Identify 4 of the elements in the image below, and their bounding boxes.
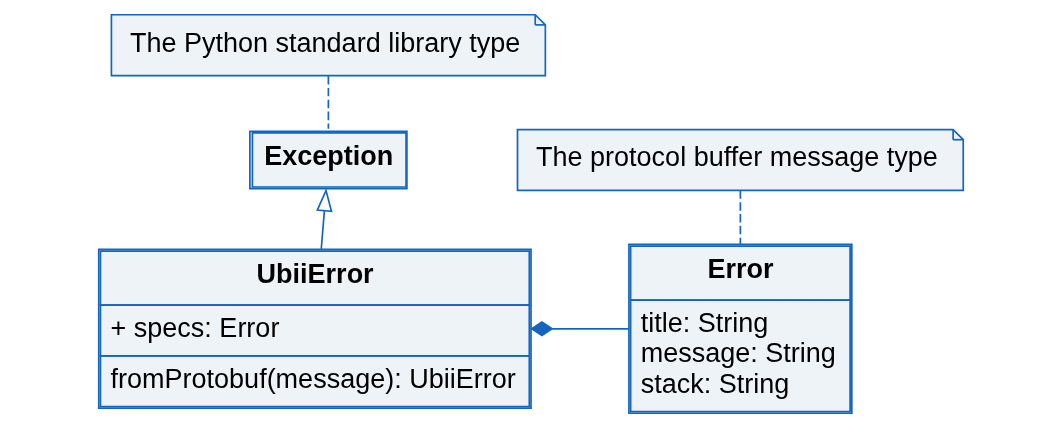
connector bbox=[739, 189, 742, 245]
connector bbox=[530, 321, 630, 337]
arrow bbox=[316, 187, 333, 250]
connector bbox=[327, 75, 330, 130]
